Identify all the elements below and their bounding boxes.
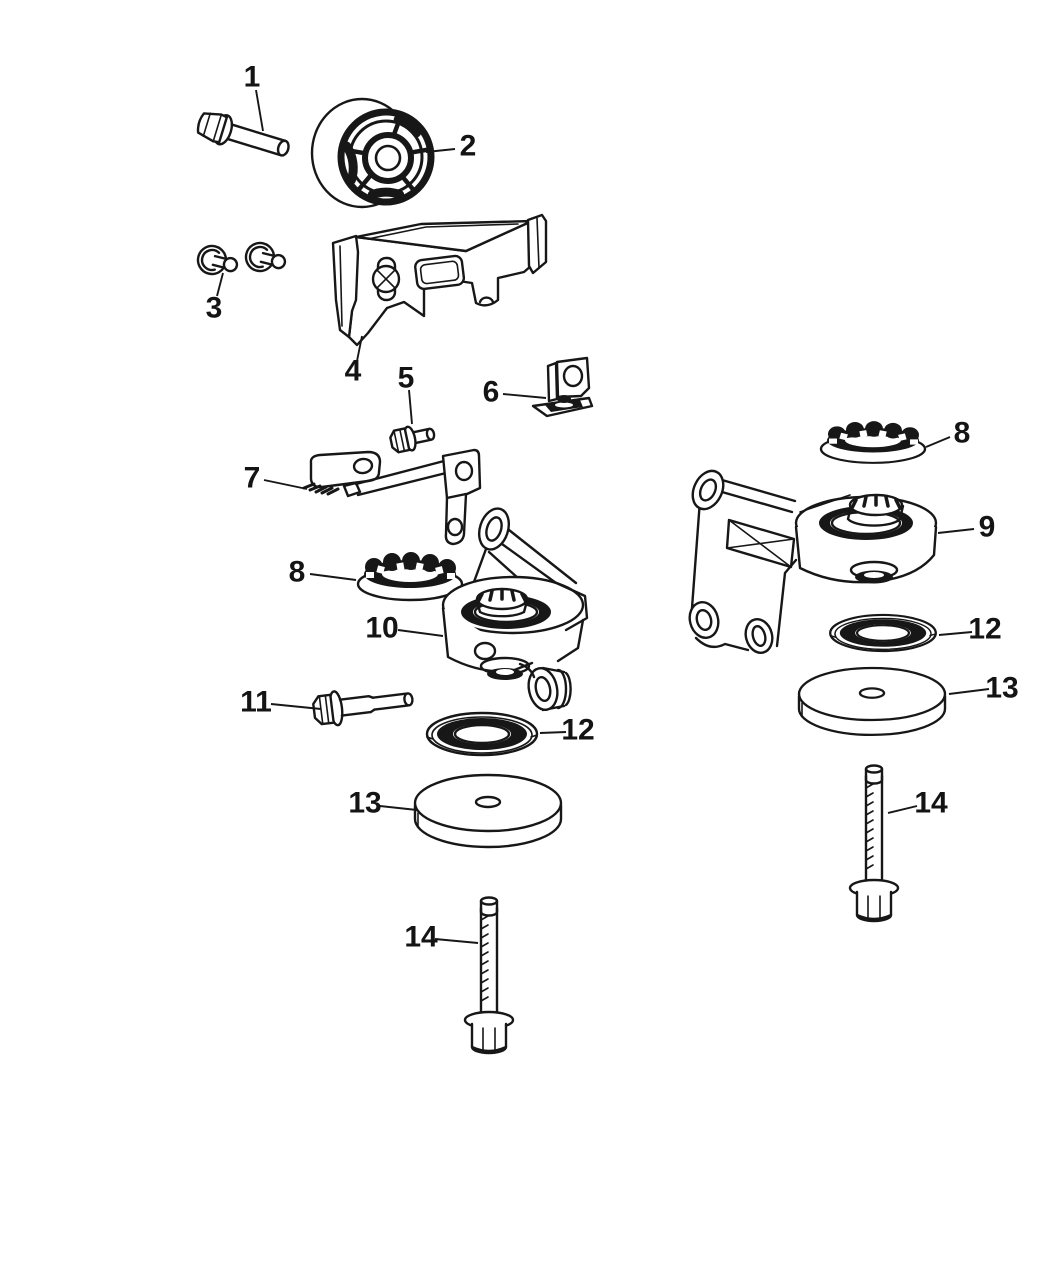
- bracket-6-drawing: [531, 356, 594, 418]
- mount-9-drawing: [688, 469, 938, 654]
- callout-label-13-15: 13: [985, 672, 1018, 705]
- callout-label-12-12: 12: [561, 714, 594, 747]
- callout-leader-14-17: [887, 805, 918, 814]
- bolt-1-drawing: [196, 112, 290, 157]
- callout-label-1-0: 1: [244, 61, 261, 94]
- callout-leader-5-4: [408, 389, 413, 425]
- mount-10-drawing: [441, 507, 589, 712]
- bolt-14-right-drawing: [848, 764, 900, 923]
- stud-3-drawing: [196, 241, 287, 276]
- bolt-14-left-drawing: [463, 896, 515, 1055]
- callout-label-7-6: 7: [244, 462, 261, 495]
- callout-label-8-8: 8: [954, 417, 971, 450]
- callout-label-11-11: 11: [240, 686, 272, 719]
- bolt-5-drawing: [389, 425, 436, 454]
- callout-leader-12-13: [938, 631, 973, 636]
- callout-leader-3-2: [216, 272, 224, 297]
- callout-label-4-3: 4: [345, 355, 362, 388]
- disc-13-right-drawing: [797, 666, 947, 737]
- disc-13-left-drawing: [413, 773, 563, 849]
- callout-leader-2-1: [425, 148, 456, 153]
- callout-leader-8-8: [925, 436, 951, 448]
- callout-label-14-16: 14: [404, 921, 438, 954]
- callout-label-10-10: 10: [365, 612, 398, 645]
- callout-label-6-5: 6: [483, 376, 500, 409]
- bracket-4-drawing: [331, 213, 548, 347]
- callout-leader-4-3: [356, 335, 363, 362]
- callout-leader-11-11: [270, 703, 322, 710]
- callout-leader-7-6: [263, 479, 308, 490]
- callout-leader-13-14: [379, 805, 418, 811]
- seal-12-right-drawing: [829, 613, 937, 653]
- brace-7-drawing: [302, 448, 482, 546]
- callout-label-8-7: 8: [289, 556, 306, 589]
- callout-label-14-17: 14: [914, 787, 948, 820]
- seal-12-left-drawing: [425, 711, 539, 757]
- callout-leader-10-10: [397, 629, 444, 637]
- callout-leader-8-7: [309, 573, 357, 581]
- callout-leader-13-15: [948, 688, 990, 695]
- callout-label-3-2: 3: [206, 292, 223, 325]
- callout-leader-9-9: [937, 528, 975, 534]
- callout-leader-6-5: [502, 393, 547, 399]
- callout-label-2-1: 2: [460, 130, 477, 163]
- callout-leader-1-0: [255, 89, 264, 132]
- callout-label-5-4: 5: [398, 362, 415, 395]
- bushing-2-drawing: [310, 97, 435, 209]
- callout-label-13-14: 13: [348, 787, 381, 820]
- isolator-8-left-drawing: [356, 550, 464, 602]
- bolt-11-drawing: [312, 690, 414, 727]
- callout-label-12-13: 12: [968, 613, 1001, 646]
- callout-label-9-9: 9: [979, 511, 996, 544]
- callout-leader-14-16: [434, 938, 479, 944]
- isolator-8-right-drawing: [819, 419, 927, 465]
- callout-leader-12-12: [539, 731, 567, 734]
